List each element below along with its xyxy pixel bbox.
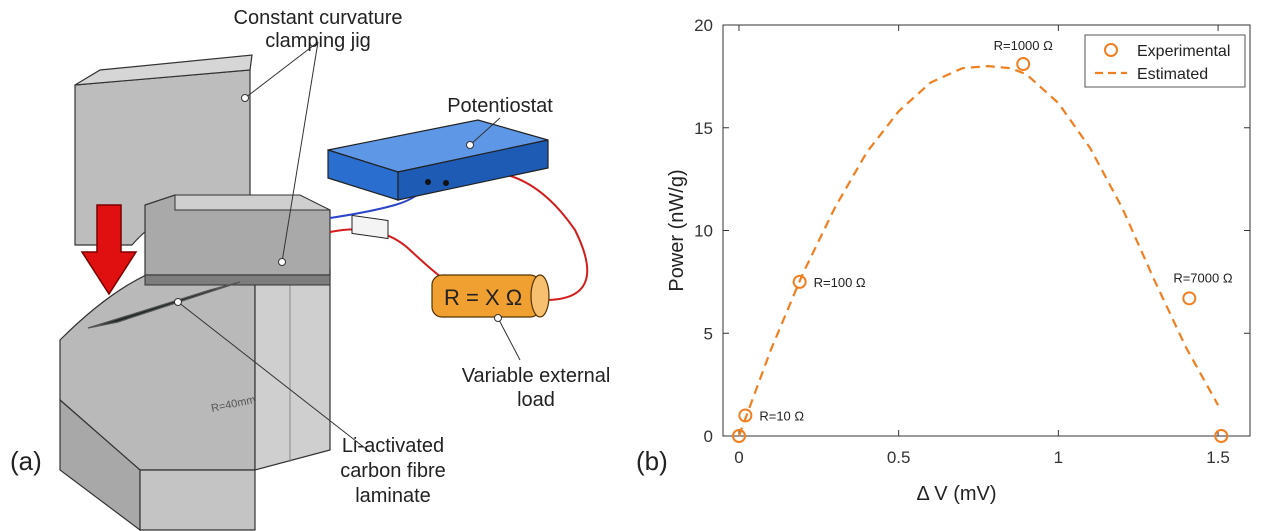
experimental-data-point: [1182, 291, 1197, 306]
panel-a-letter: (a): [10, 446, 42, 476]
point-label: R=100 Ω: [814, 275, 866, 290]
panel-a-illustration: R=40mm R = X Ω: [10, 7, 611, 531]
leader-load: [497, 317, 521, 361]
lower-jig-side: [254, 269, 331, 471]
red-wire-to-resistor: [329, 228, 451, 284]
experimental-data-point: [1016, 57, 1031, 72]
potentiostat-dial: [351, 214, 389, 240]
x-tick-label: 0: [734, 448, 743, 467]
potentiostat-terminal-2: [443, 180, 449, 186]
leader-jig-lower: [281, 41, 319, 263]
leader-jig-upper: [244, 41, 319, 99]
leader-dot: [278, 258, 286, 266]
upper-jig-box-front: [144, 194, 331, 276]
resistor-label: R = X Ω: [444, 285, 522, 310]
x-axis-label: Δ V (mV): [916, 483, 996, 505]
upper-jig-top: [74, 54, 253, 86]
leader-dot: [174, 298, 182, 306]
experimental-data-point: [1214, 429, 1229, 443]
legend-entry: Estimated: [1137, 66, 1208, 83]
leader-dot: [241, 94, 249, 102]
label-laminate-line1: Li-activated: [342, 435, 444, 457]
point-label: R=10 Ω: [759, 408, 804, 423]
legend-swatch-experimental: [1104, 43, 1118, 57]
chart-plot-area: 0 0.5 1 1.5 0 5 10 15 20 Δ V (mV) Power (nW/g) R=10…: [666, 16, 1251, 505]
x-tick-label: 0.5: [887, 448, 911, 467]
label-laminate-line3: laminate: [355, 485, 431, 507]
chart-axes-box: [722, 24, 1251, 437]
label-potentiostat: Potentiostat: [447, 95, 553, 117]
clamping-force-arrow: [80, 204, 138, 296]
upper-jig-box-bottom: [144, 274, 331, 286]
label-clamping-jig-line2: clamping jig: [265, 30, 371, 52]
potentiostat-terminal-1: [425, 179, 431, 185]
y-tick-label: 15: [694, 119, 713, 138]
panel-b-letter: (b): [636, 446, 668, 476]
experimental-data-point: [792, 274, 807, 289]
experimental-data-point: [738, 408, 753, 423]
lower-jig-base-front: [139, 469, 256, 531]
point-label: R=7000 Ω: [1173, 270, 1233, 285]
y-tick-label: 0: [704, 427, 713, 446]
series-estimated-line: [737, 64, 1220, 437]
y-tick-label: 5: [704, 324, 713, 343]
y-tick-label: 20: [694, 16, 713, 35]
y-tick-label: 10: [694, 222, 713, 241]
carbon-fibre-laminate: [87, 281, 241, 329]
leader-potentiostat: [469, 117, 501, 146]
chart-legend: [1084, 34, 1246, 88]
y-axis-label: Power (nW/g): [666, 169, 688, 291]
leader-laminate: [177, 301, 371, 453]
potentiostat-side: [397, 139, 549, 201]
label-laminate-line2: carbon fibre: [340, 460, 446, 482]
x-tick-label: 1: [1054, 448, 1063, 467]
leader-dot: [494, 314, 502, 322]
upper-jig-box-top: [174, 194, 331, 211]
resistor-end-cap: [530, 274, 550, 318]
experimental-data-point: [731, 429, 746, 443]
legend-entry: Experimental: [1137, 43, 1230, 60]
x-tick-label: 1.5: [1206, 448, 1230, 467]
point-label: R=1000 Ω: [994, 38, 1054, 53]
leader-dot: [466, 141, 474, 149]
label-load-line1: Variable external: [462, 365, 611, 387]
label-clamping-jig-line1: Constant curvature: [234, 7, 403, 29]
label-load-line2: load: [517, 389, 555, 411]
